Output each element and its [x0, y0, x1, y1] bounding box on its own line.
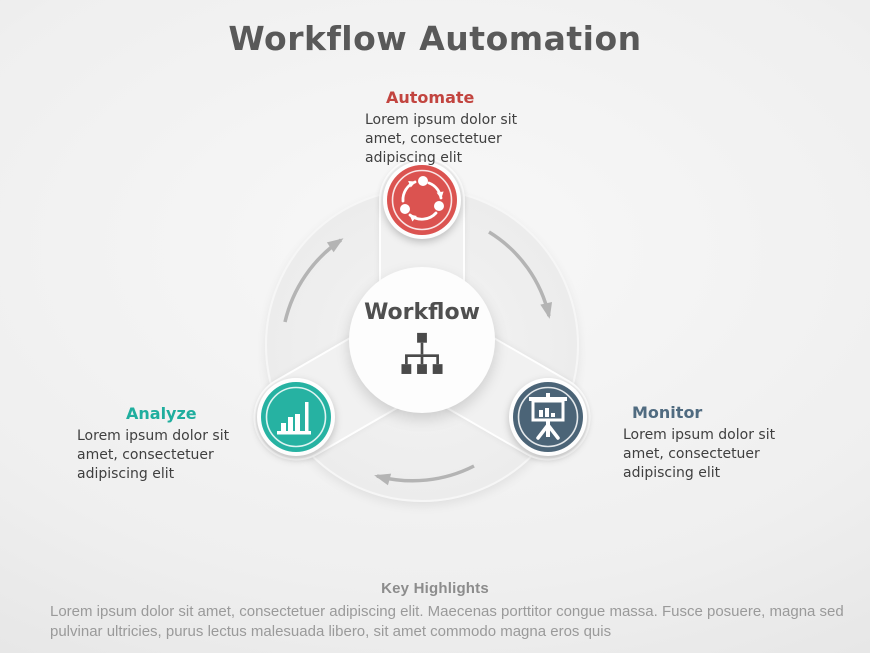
key-highlights-text: Lorem ipsum dolor sit amet, consectetuer…: [50, 603, 844, 640]
monitor-callout: Monitor Lorem ipsum dolor sit amet, cons…: [623, 403, 795, 483]
analyze-label: Analyze: [126, 404, 197, 423]
monitor-label: Monitor: [632, 403, 703, 422]
key-highlights-heading: Key Highlights: [381, 580, 489, 597]
automate-callout: Automate Lorem ipsum dolor sit amet, con…: [365, 88, 537, 168]
hub-label: Workflow: [364, 300, 480, 325]
automate-label: Automate: [386, 88, 475, 107]
analyze-description: Lorem ipsum dolor sit amet, consectetuer…: [77, 428, 230, 482]
page-title: Workflow Automation: [228, 19, 642, 58]
monitor-description: Lorem ipsum dolor sit amet, consectetuer…: [623, 427, 776, 481]
analyze-bar-chart-icon: [257, 378, 335, 456]
automate-cycle-arrows-icon: [383, 161, 461, 239]
hub-circle: Workflow: [349, 267, 495, 413]
org-chart-icon: [401, 332, 443, 374]
analyze-callout: Analyze Lorem ipsum dolor sit amet, cons…: [77, 404, 249, 484]
automate-description: Lorem ipsum dolor sit amet, consectetuer…: [365, 112, 518, 166]
monitor-presentation-board-icon: [509, 378, 587, 456]
